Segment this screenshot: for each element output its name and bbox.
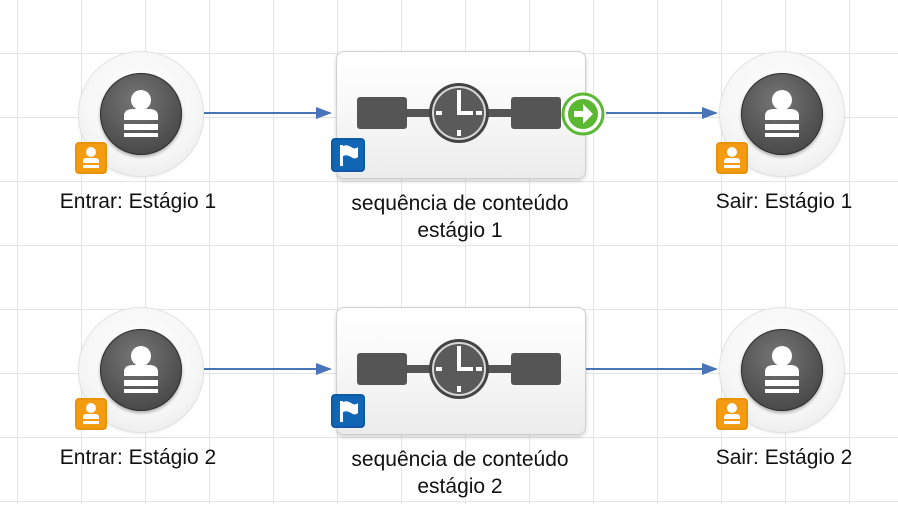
step-label-1-line1: sequência de conteúdo [351,192,569,215]
person-icon [100,73,182,155]
exit-label-1: Sair: Estágio 1 [715,190,853,213]
exit-node-1[interactable] [716,52,844,176]
step-label-2-line2: estágio 2 [417,475,503,498]
entry-node-1[interactable] [75,52,203,176]
flow-row-2: Entrar: Estágio 2 [0,256,898,506]
person-icon [741,329,823,411]
exit-node-2[interactable] [716,308,844,432]
person-icon [100,329,182,411]
arrow-right-circle-icon [561,92,605,136]
contact-badge-icon [716,142,748,174]
contact-badge-icon [716,398,748,430]
step-label-1: sequência de conteúdo estágio 1 [310,190,610,244]
entry-label-2: Entrar: Estágio 2 [59,446,217,469]
exit-label-2: Sair: Estágio 2 [715,446,853,469]
step-label-1-line2: estágio 1 [417,219,503,242]
step-node-1[interactable] [331,51,605,179]
contact-badge-icon [75,142,107,174]
step-label-2-line1: sequência de conteúdo [351,448,569,471]
step-node-2[interactable] [331,307,586,435]
person-icon [741,73,823,155]
timer-icon [357,83,561,143]
contact-badge-icon [75,398,107,430]
timer-icon [357,339,561,399]
entry-label-1: Entrar: Estágio 1 [59,190,217,213]
flow-row-1: Entrar: Estágio 1 [0,0,898,250]
step-label-2: sequência de conteúdo estágio 2 [310,446,610,500]
entry-node-2[interactable] [75,308,203,432]
flag-icon [331,394,365,428]
flag-icon [331,138,365,172]
